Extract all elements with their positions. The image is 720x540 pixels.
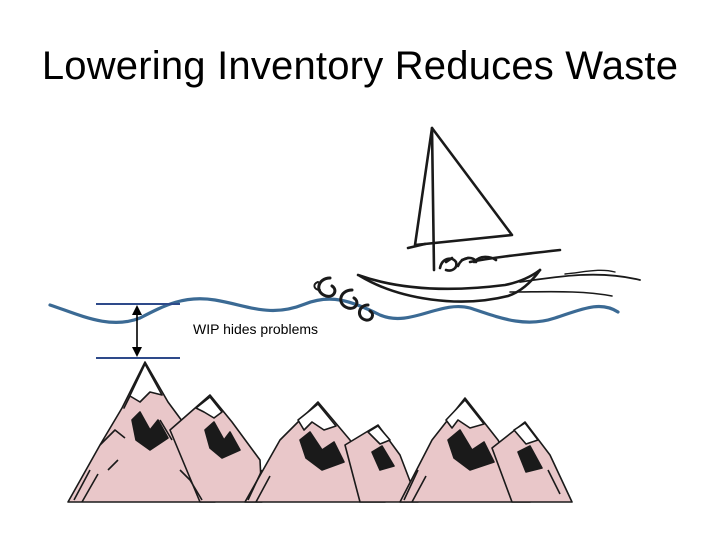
- wip-annotation-label: WIP hides problems: [193, 321, 318, 337]
- sailboat-icon: [358, 128, 640, 302]
- mountains-icon: [68, 362, 572, 502]
- double-arrow-icon: [96, 304, 180, 358]
